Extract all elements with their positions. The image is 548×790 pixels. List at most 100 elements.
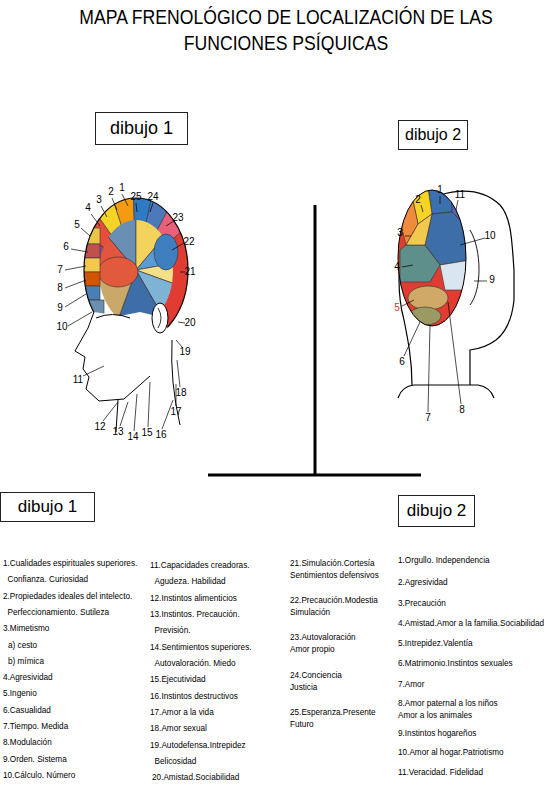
legend-entry: 14.Sentimientos superiores. Autovaloraci… [150,639,268,672]
callout-number: 3 [91,194,107,206]
leader-line [136,203,137,212]
callout-number: 21 [182,266,198,278]
brain-region [406,214,432,245]
leader-line [448,302,461,404]
leader-line [101,206,107,217]
legend-entry: 2.Agresividad [398,576,548,588]
callout-number: 23 [170,212,186,224]
ear-detail [158,308,161,328]
legend-entry: 8.Modulación [3,734,158,750]
leader-line [65,280,86,288]
legend-entry: 10.Cálculo. Número [3,767,158,783]
neck-line [404,320,412,385]
leader-line [112,198,117,210]
legend-entry: 23.Autovaloración Amor propio [290,631,367,655]
leader-line [402,265,413,267]
legend-entry: 5.Ingenio [3,685,158,701]
brain-outline [398,190,466,326]
legend-entry: 9.Orden. Sistema [3,751,158,767]
callout-number: 2 [410,194,426,206]
ear [152,303,168,333]
brain-region [154,234,178,270]
leader-line [178,322,185,323]
legend-entry: 1.Cualidades espirituales superiores. Co… [3,555,158,588]
eyebrow [96,315,130,319]
brain-region [7,70,136,270]
brain-map-head-2 [396,188,470,328]
divider-line [314,205,317,476]
callout-number: 2 [103,186,119,198]
legend-entry: 4.Agresividad [3,669,158,685]
legend-entry: 5.Intrepidez.Valentía [398,637,548,649]
callout-number: 20 [182,317,198,329]
leader-line [440,196,441,204]
legend-entry: 8.Amor paternal a los niños Amor a los a… [398,697,507,721]
legend-entry: a) cesto [8,637,163,653]
brain-region [400,245,440,282]
leader-line [103,402,118,421]
callout-number: 4 [389,261,405,273]
legend-entry: 7.Tiempo. Medida [3,718,158,734]
callout-number: 14 [125,431,141,443]
leader-line [65,294,86,307]
callout-number: 25 [128,191,144,203]
leader-line [65,266,86,270]
legend-entry: 4.Amistad.Amor a la familia.Sociabilidad [398,617,548,629]
legend-entry: 12.Instintos alimenticios [150,590,268,606]
legend-entry: 13.Instintos. Precaución. Previsión. [150,606,268,639]
legend-entry: 15.Ejecutividad [150,671,268,687]
leader-line [176,340,182,347]
callout-number: 8 [454,404,470,416]
callout-number: 6 [58,241,74,253]
leader-line [474,281,487,282]
legend-entry: 1.Orgullo. Independencia [398,554,548,566]
callout-number: 24 [145,191,161,203]
callout-number: 16 [153,429,169,441]
divider-line [208,474,421,477]
callout-number: 7 [420,412,436,424]
callout-number: 5 [389,302,405,314]
brain-region [82,286,100,300]
legend-entry: 22.Precaución.Modestia Simulación [290,594,399,618]
callout-number: 1 [114,182,130,194]
leader-line [405,236,411,237]
callout-number: 11 [452,189,468,201]
legend-entry: 16.Instintos destructivos [150,688,268,704]
figure-tag: dibujo 1 [18,497,78,517]
callout-number: 3 [392,227,408,239]
head-outline [399,191,514,385]
face-profile [75,312,150,401]
figure-tag: dibujo 1 [110,118,173,139]
figure-tag: dibujo 2 [405,126,461,144]
callout-number: 22 [181,236,197,248]
inner-regions [0,70,333,458]
leader-line [404,322,420,356]
leader-line [71,249,88,252]
brain-region [136,141,336,467]
brain-region [68,270,236,458]
brain-region [136,270,324,443]
callout-number: 9 [52,302,68,314]
leader-line [68,312,92,326]
brain-region [98,257,138,287]
callout-number: 10 [482,230,498,242]
leader-line [81,228,90,236]
leader-line [148,382,150,427]
legend-entry: 3.Precaución [398,597,548,609]
callout-number: 19 [177,346,193,358]
brain-region [408,286,448,310]
callout-number: 9 [484,274,500,286]
callout-number: 15 [139,427,155,439]
legend-entry: 25.Esperanza.Presente Futuro [290,706,386,730]
leader-line [460,238,485,245]
leader-line [172,243,184,250]
leader-line [134,394,137,431]
legend-entry: 9.Instintos hogareños [398,727,548,739]
legend-entry: 11.Veracidad. Fidelidad [398,766,548,778]
leader-line [150,203,153,212]
legend-entry: 19.Autodefensa.Intrepidez Belicosidad [150,737,268,770]
callout-number: 17 [168,406,184,418]
figure-tag-box: dibujo 2 [398,120,468,150]
leader-line [122,194,128,206]
callout-number: 7 [52,264,68,276]
